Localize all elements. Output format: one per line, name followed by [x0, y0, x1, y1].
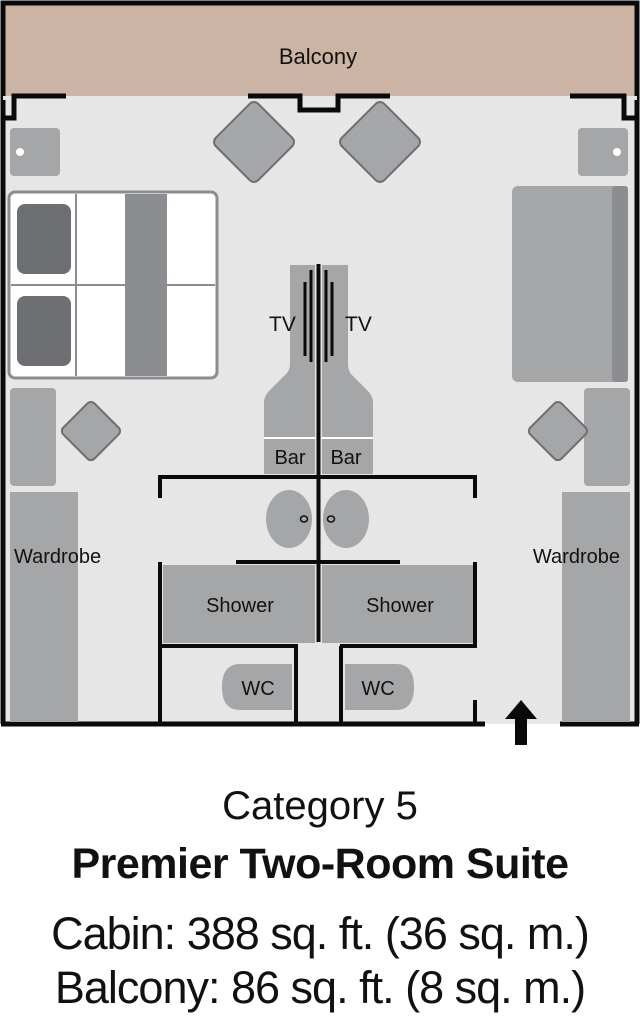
wc-left-label: WC — [241, 678, 274, 700]
tv-screens — [303, 264, 334, 642]
floor-plan: Balcony — [0, 0, 640, 745]
wardrobe-left — [10, 492, 78, 722]
shower-right-label: Shower — [366, 595, 434, 617]
pillow — [17, 296, 71, 366]
shower-left-label: Shower — [206, 595, 274, 617]
bar-left-label: Bar — [274, 447, 305, 469]
tv-right-label: TV — [345, 313, 372, 336]
sofa — [512, 186, 628, 382]
tv-bar-unit-right — [322, 265, 373, 474]
balcony-area — [0, 0, 640, 116]
balcony-size: Balcony: 86 sq. ft. (8 sq. m.) — [54, 962, 586, 1013]
suite-title: Premier Two-Room Suite — [71, 840, 569, 888]
cabin-size: Cabin: 388 sq. ft. (36 sq. m.) — [51, 908, 590, 959]
balcony-label: Balcony — [279, 44, 357, 69]
wardrobe-right-label: Wardrobe — [533, 546, 620, 568]
chair — [339, 101, 421, 183]
toilet-left — [222, 664, 292, 710]
toilet-right — [345, 664, 414, 710]
wc-right-label: WC — [361, 678, 394, 700]
nightstand — [578, 128, 628, 176]
shower-right — [322, 565, 473, 643]
nightstand — [10, 128, 60, 176]
tv-bar-unit-left — [264, 265, 315, 474]
side-table — [10, 388, 56, 486]
wardrobe-left-label: Wardrobe — [14, 546, 101, 568]
chair — [213, 101, 295, 183]
side-table — [584, 388, 630, 486]
pillow — [17, 204, 71, 274]
bed — [7, 190, 219, 380]
bar-right-label: Bar — [330, 447, 361, 469]
arrow-up-icon — [505, 700, 537, 745]
outer-walls — [0, 110, 640, 727]
tv-left-label: TV — [269, 313, 296, 336]
bathroom-walls — [158, 475, 477, 724]
armchair — [60, 401, 121, 462]
category-label: Category 5 — [222, 784, 418, 828]
sink-right — [323, 490, 369, 548]
sink-left — [266, 490, 312, 548]
armchair — [527, 401, 588, 462]
shower-left — [163, 565, 315, 643]
wardrobe-right — [562, 492, 630, 722]
